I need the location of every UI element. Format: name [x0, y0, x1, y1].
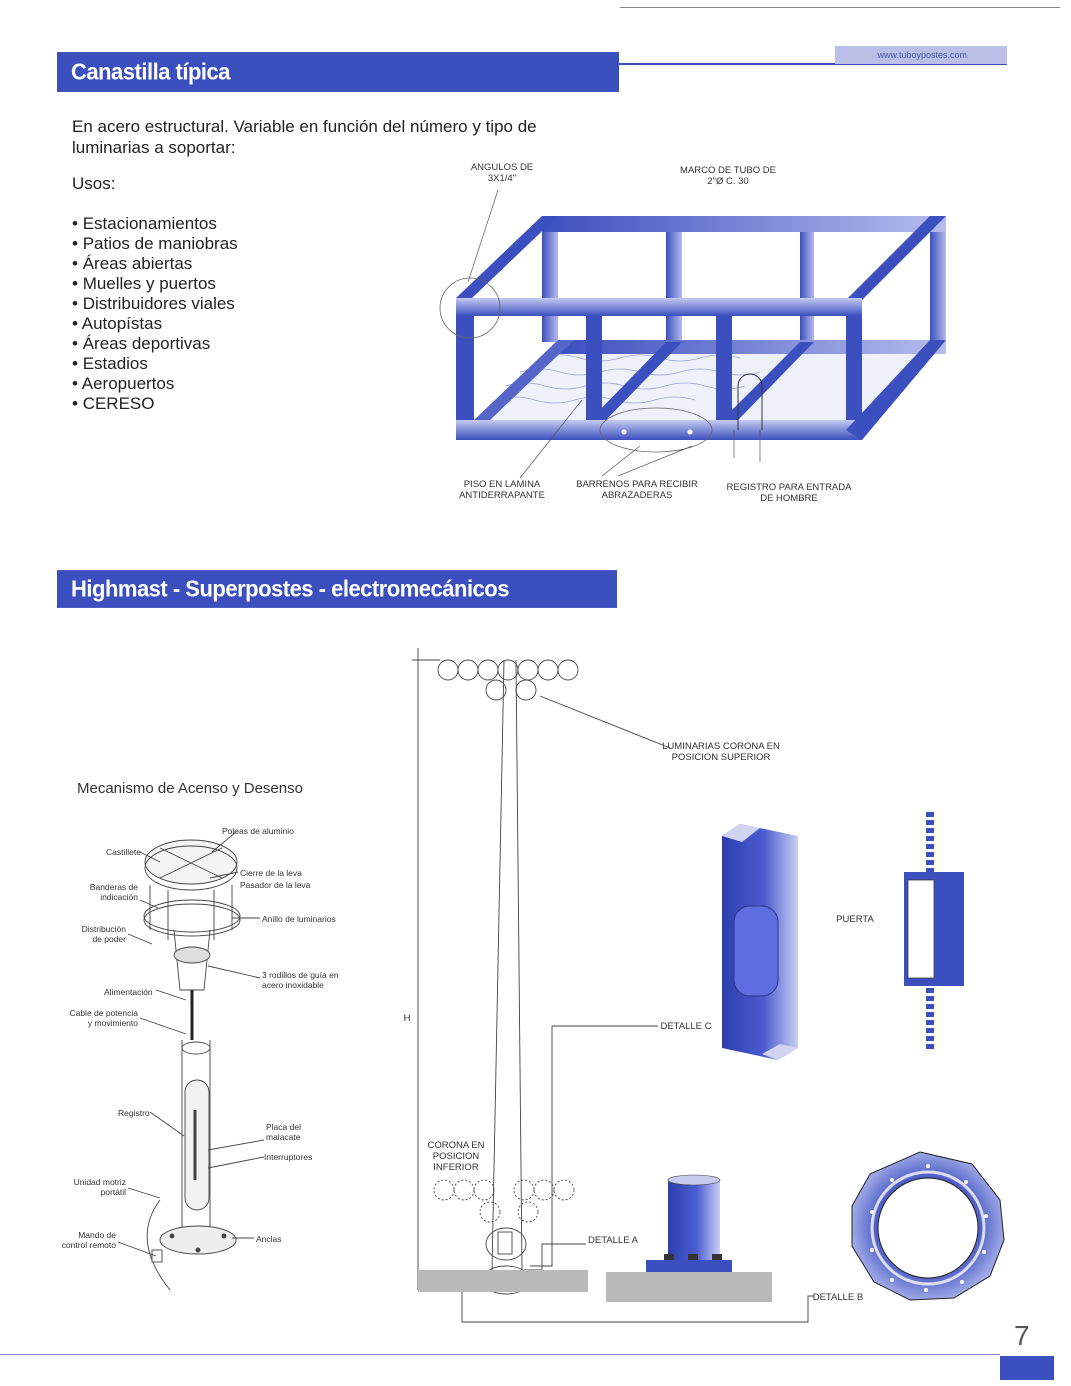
basket-back-post — [542, 232, 558, 342]
basket-back-post — [930, 232, 946, 352]
pulley-disk — [144, 839, 238, 885]
label-detalle-a: DETALLE A — [588, 1235, 638, 1246]
label-puerta: PUERTA — [836, 914, 874, 925]
basket-bottom-right-rail — [846, 340, 946, 440]
list-item: CERESO — [72, 394, 238, 414]
basket-front-post — [456, 316, 474, 440]
label-luminarias: LUMINARIAS CORONA EN POSICION SUPERIOR — [662, 741, 780, 763]
list-item: Estacionamientos — [72, 214, 238, 234]
list-item: Muelles y puertos — [72, 274, 238, 294]
basket-floor — [478, 342, 930, 420]
list-item: Aeropuertos — [72, 374, 238, 394]
label-placa: Placa del malacate — [266, 1122, 301, 1142]
footer-rule — [0, 1354, 1000, 1355]
basket-left-side-rail — [456, 216, 558, 298]
list-item: Autopístas — [72, 314, 238, 334]
footer-block — [1000, 1356, 1054, 1380]
website-bar: www.tuboypostes.com — [835, 46, 1007, 64]
basket-right-side-rail — [846, 216, 946, 300]
section-title-canastilla: Canastilla típica — [57, 52, 619, 92]
mast-shaft — [491, 659, 523, 1271]
detail-door-frame — [904, 872, 964, 986]
label-banderas: Banderas de indicación — [89, 882, 138, 902]
label-alimentacion: Alimentación — [104, 987, 153, 997]
section-title-highmast: Highmast - Superpostes - electromecánico… — [57, 570, 617, 608]
label-anclas: Anclas — [256, 1234, 282, 1244]
basket-front-rail — [456, 298, 862, 316]
ground — [418, 1270, 588, 1292]
page-number: 7 — [1014, 1320, 1030, 1351]
luminaire-ring — [143, 903, 241, 937]
label-corona-inferior: CORONA EN POSICION INFERIOR — [427, 1140, 485, 1173]
label-interruptores: Interruptores — [264, 1152, 313, 1162]
label-cable: Cable de potencia y movimiento — [69, 1008, 138, 1028]
label-rodillos: 3 rodillos de guía en acero inoxidable — [262, 970, 339, 990]
basket-back-rail — [542, 216, 946, 232]
label-frame: MARCO DE TUBO DE 2"Ø C. 30 — [680, 165, 776, 187]
label-cierre: Cierre de la leva — [240, 868, 302, 878]
label-mando: Mando de control remoto — [61, 1230, 116, 1250]
basket-bottom-left-rail — [474, 340, 574, 420]
label-floor: PISO EN LAMINA ANTIDERRAPANTE — [459, 479, 545, 501]
basket-front-post — [716, 316, 732, 424]
website-url: www.tuboypostes.com — [877, 50, 967, 60]
uses-title: Usos: — [72, 174, 116, 193]
list-item: Estadios — [72, 354, 238, 374]
base-plate — [159, 1225, 237, 1255]
label-manhole: REGISTRO PARA ENTRADA DE HOMBRE — [726, 482, 852, 504]
manhole-icon — [737, 373, 763, 430]
label-unidad: Unidad motriz portátil — [73, 1177, 126, 1197]
label-h: H — [403, 1013, 411, 1024]
detail-b-ring — [851, 1151, 1005, 1301]
basket-front-post — [846, 316, 862, 440]
basket-bottom-back-rail — [558, 340, 946, 354]
detail-c-door — [733, 905, 779, 997]
top-rule — [620, 7, 1060, 8]
label-pasador: Pasador de la leva — [240, 880, 311, 890]
detail-c-column — [722, 824, 798, 1060]
uses-list: Estacionamientos Patios de maniobras Áre… — [72, 214, 238, 414]
pole-body — [181, 1040, 211, 1231]
label-angles: ANGULOS DE 3X1/4" — [470, 162, 534, 184]
label-detalle-c: DETALLE C — [660, 1021, 712, 1032]
list-item: Distribuidores viales — [72, 294, 238, 314]
list-item: Áreas abiertas — [72, 254, 238, 274]
basket-back-post — [800, 232, 814, 342]
label-castillete: Castillete — [106, 847, 141, 857]
list-item: Patios de maniobras — [72, 234, 238, 254]
detail-a-pole — [668, 1180, 720, 1262]
label-detalle-b: DETALLE B — [812, 1292, 864, 1303]
basket-intro: En acero estructural. Variable en funció… — [72, 117, 537, 157]
basket-front-post — [586, 316, 602, 424]
label-poleas: Poleas de aluminio — [222, 826, 294, 836]
mechanism-title: Mecanismo de Acenso y Desenso — [77, 780, 303, 797]
label-holes: BARRENOS PARA RECIBIR ABRAZADERAS — [576, 479, 698, 501]
label-registro: Registro — [118, 1108, 150, 1118]
basket-front-bottom-rail — [456, 420, 862, 440]
label-anillo: Anillo de luminarios — [262, 914, 336, 924]
label-distribucion: Distribución de poder — [81, 924, 126, 944]
basket-back-post — [666, 232, 682, 342]
banner-rule-1 — [619, 63, 1007, 65]
list-item: Áreas deportivas — [72, 334, 238, 354]
